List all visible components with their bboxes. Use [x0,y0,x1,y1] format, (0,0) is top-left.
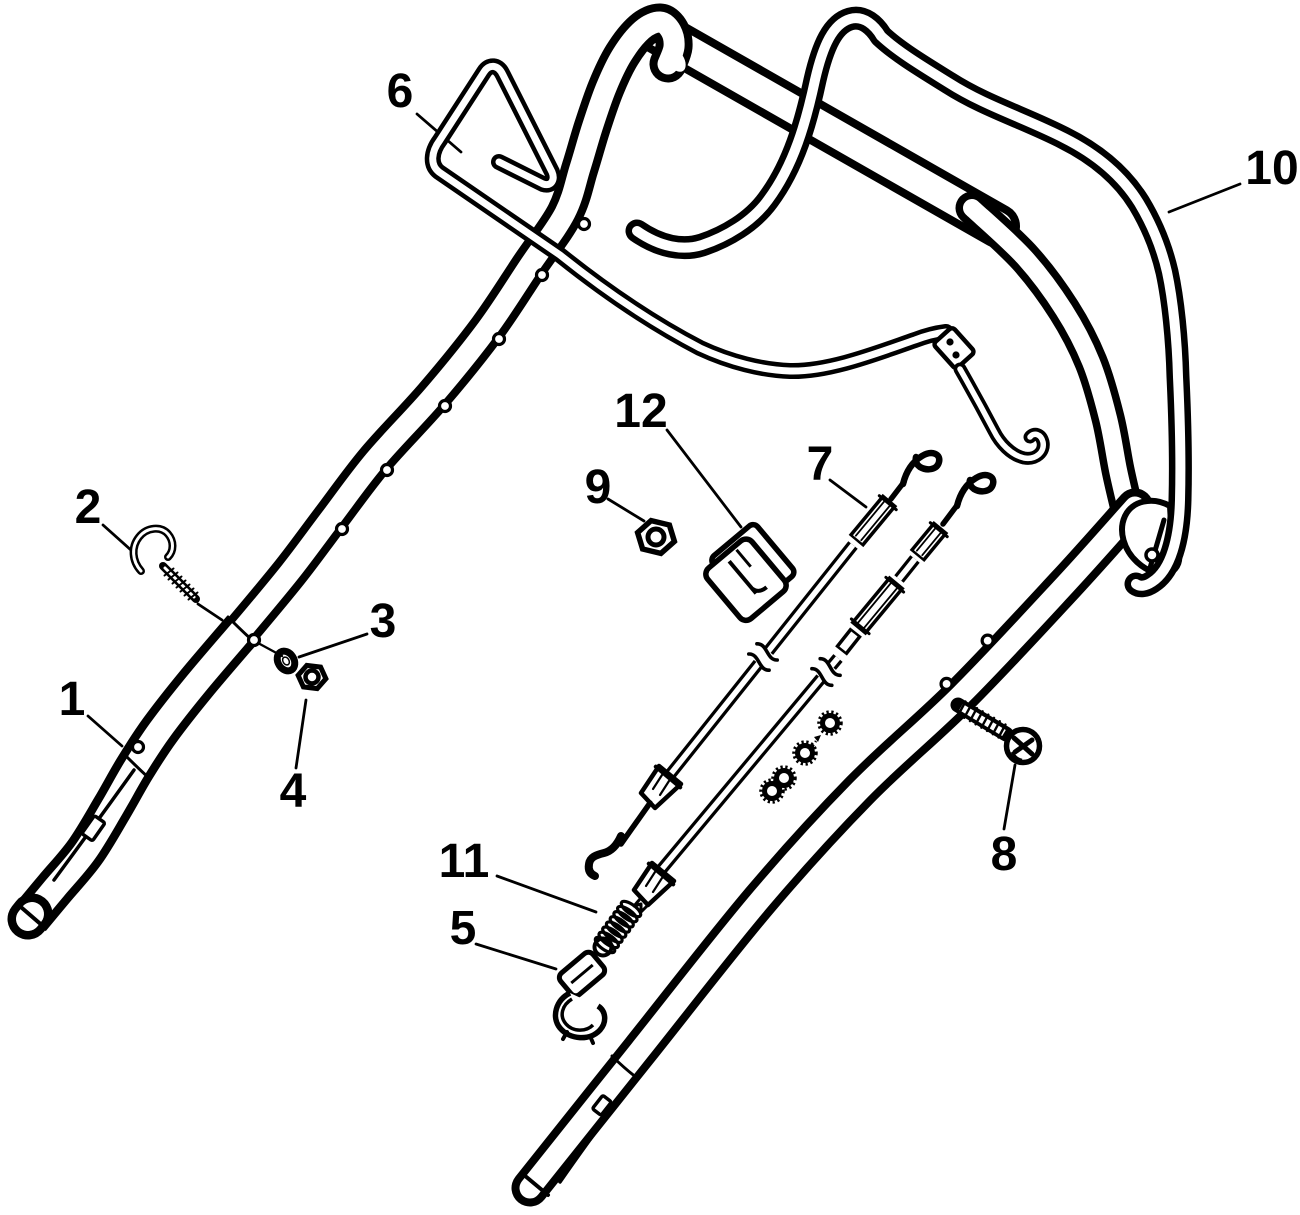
svg-text:4: 4 [280,765,307,818]
svg-text:1: 1 [59,673,86,726]
svg-text:5: 5 [450,902,477,955]
svg-text:10: 10 [1245,142,1298,195]
svg-text:8: 8 [991,828,1018,881]
svg-text:6: 6 [387,65,414,118]
svg-text:12: 12 [614,385,667,438]
svg-text:7: 7 [807,438,834,491]
svg-text:9: 9 [585,461,612,514]
svg-text:11: 11 [439,835,490,888]
svg-text:2: 2 [75,481,102,534]
svg-text:3: 3 [370,595,397,648]
